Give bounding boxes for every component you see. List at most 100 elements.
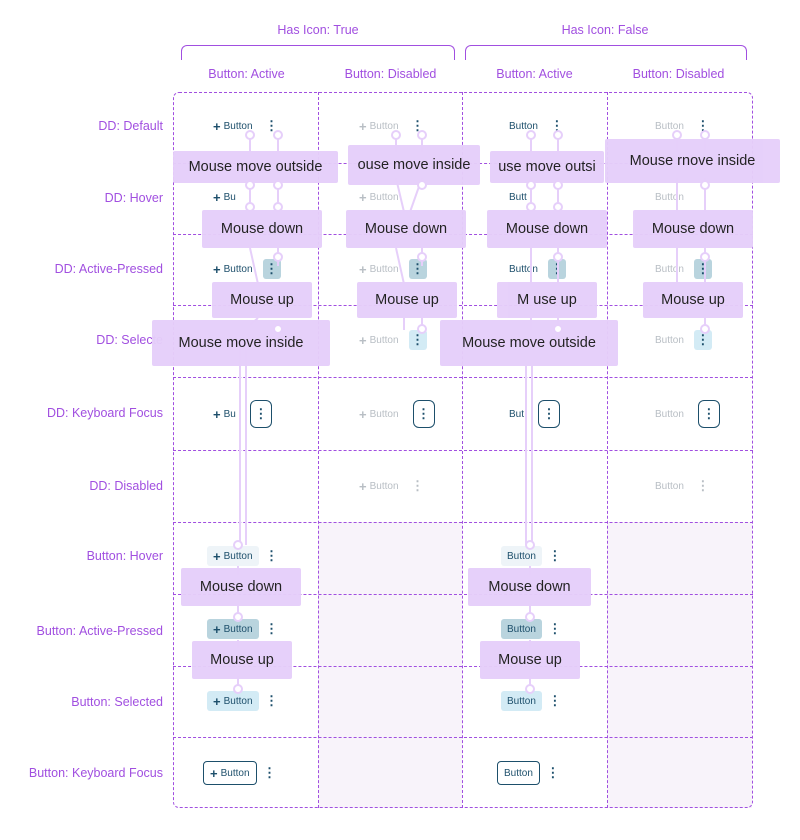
dropdown-trigger[interactable]: ⋮ [547, 259, 566, 279]
split-button-no-icon-disabled: Button ⋮ [649, 259, 712, 279]
split-button[interactable]: +Button ⋮ [207, 691, 281, 711]
dropdown-trigger[interactable]: ⋮ [408, 330, 427, 350]
button-label: Butt [509, 191, 527, 203]
edge-label-mouse-move-inside: Mouse rnove inside [605, 139, 780, 183]
connector-node [553, 252, 563, 262]
button-label: Button [223, 120, 253, 132]
connector-node [417, 130, 427, 140]
dropdown-trigger[interactable]: ⋮ [697, 400, 720, 428]
dropdown-trigger[interactable]: ⋮ [412, 400, 435, 428]
button-segment[interactable]: Button [501, 691, 542, 711]
dropdown-trigger[interactable]: ⋮ [263, 546, 281, 566]
split-button-no-icon[interactable]: Button ⋮ [501, 619, 564, 639]
split-button-disabled: +Button ⋮ [353, 476, 427, 496]
split-button-no-icon[interactable]: Button ⋮ [501, 691, 564, 711]
split-button-no-icon[interactable]: Butt [503, 187, 533, 207]
button-segment[interactable]: But [503, 404, 530, 424]
more-vertical-icon: ⋮ [550, 261, 564, 276]
dropdown-trigger[interactable]: ⋮ [249, 400, 272, 428]
row-label-dd-default: DD: Default [98, 119, 163, 133]
connector-node [526, 202, 536, 212]
button-segment[interactable]: +Button [207, 546, 259, 566]
connector-node [245, 130, 255, 140]
button-segment[interactable]: +Bu [207, 404, 242, 424]
plus-icon: + [213, 261, 221, 277]
split-button[interactable]: +Button ⋮ [207, 259, 281, 279]
dropdown-trigger[interactable]: ⋮ [538, 400, 561, 428]
dropdown-trigger[interactable]: ⋮ [544, 763, 562, 783]
button-segment: Button [649, 187, 690, 207]
button-segment[interactable]: +Button [207, 691, 259, 711]
row-label-button-selected: Button: Selected [71, 695, 163, 709]
split-button-no-icon[interactable]: Button ⋮ [503, 259, 566, 279]
button-label: Button [507, 695, 536, 707]
more-vertical-icon: ⋮ [702, 406, 716, 421]
split-button-no-icon[interactable]: Button ⋮ [503, 116, 566, 136]
dropdown-trigger[interactable]: ⋮ [546, 546, 564, 566]
dropdown-trigger[interactable]: ⋮ [693, 259, 712, 279]
column-label-2: Button: Disabled [344, 67, 437, 81]
dropdown-trigger[interactable]: ⋮ [263, 691, 281, 711]
connector-line [395, 247, 405, 285]
more-vertical-icon: ⋮ [411, 261, 425, 276]
edge-label-mouse-down: Mouse down [181, 568, 301, 606]
button-segment[interactable]: +Button [207, 619, 259, 639]
dropdown-trigger[interactable]: ⋮ [261, 763, 279, 783]
button-segment: Button [649, 330, 690, 350]
button-label: Button [223, 550, 253, 562]
button-label: Button [369, 191, 399, 203]
more-vertical-icon: ⋮ [411, 332, 425, 347]
dropdown-trigger[interactable]: ⋮ [263, 116, 281, 136]
button-segment: +Button [353, 476, 405, 496]
split-button-no-icon[interactable]: Button ⋮ [501, 546, 564, 566]
button-label: Button [369, 334, 399, 346]
button-label: Button [655, 334, 684, 346]
button-label: Button [220, 767, 250, 779]
dropdown-trigger[interactable]: ⋮ [546, 619, 564, 639]
button-label: Button [507, 623, 536, 635]
dropdown-trigger[interactable]: ⋮ [263, 619, 281, 639]
dropdown-trigger[interactable]: ⋮ [409, 116, 427, 136]
button-label: Button [655, 480, 684, 492]
column-label-3: Button: Active [496, 67, 573, 81]
button-segment[interactable]: Button [497, 761, 540, 785]
split-button[interactable]: +Button ⋮ [207, 546, 281, 566]
button-segment[interactable]: Button [503, 259, 544, 279]
dropdown-trigger[interactable]: ⋮ [262, 259, 281, 279]
button-label: Button [369, 408, 399, 420]
split-button[interactable]: +Bu [207, 187, 242, 207]
button-segment[interactable]: +Bu [207, 187, 242, 207]
row-label-button-hover: Button: Hover [86, 549, 163, 563]
split-button[interactable]: +Bu ⋮ [207, 400, 272, 428]
connector-node [233, 612, 243, 622]
dropdown-trigger[interactable]: ⋮ [693, 330, 712, 350]
button-segment[interactable]: Button [501, 546, 542, 566]
plus-icon: + [213, 693, 221, 709]
dropdown-trigger[interactable]: ⋮ [548, 116, 566, 136]
dropdown-trigger[interactable]: ⋮ [694, 116, 712, 136]
button-segment[interactable]: +Button [207, 116, 259, 136]
edge-label-mouse-down: Mouse down [468, 568, 591, 606]
split-button-no-icon[interactable]: Button ⋮ [497, 761, 562, 785]
button-segment[interactable]: Button [501, 619, 542, 639]
button-segment[interactable]: Butt [503, 187, 533, 207]
edge-label-mouse-move-outside: Mouse move outside [173, 151, 338, 183]
button-segment[interactable]: Button [503, 116, 544, 136]
empty-cell-area-b [607, 522, 752, 808]
button-label: Button [504, 767, 533, 779]
plus-icon: + [213, 621, 221, 637]
group-bracket-false [465, 45, 747, 60]
button-segment[interactable]: +Button [203, 761, 257, 785]
dropdown-trigger[interactable]: ⋮ [546, 691, 564, 711]
split-button[interactable]: +Button ⋮ [207, 619, 281, 639]
split-button[interactable]: +Button ⋮ [203, 761, 279, 785]
edge-label-mouse-down: Mouse down [202, 210, 322, 248]
grid-row-divider [173, 522, 753, 523]
split-button[interactable]: +Button ⋮ [207, 116, 281, 136]
button-segment[interactable]: +Button [207, 259, 259, 279]
more-vertical-icon: ⋮ [417, 406, 431, 421]
split-button-disabled: +Button ⋮ [353, 330, 427, 350]
button-segment: +Button [353, 116, 405, 136]
split-button-no-icon[interactable]: But ⋮ [503, 400, 561, 428]
